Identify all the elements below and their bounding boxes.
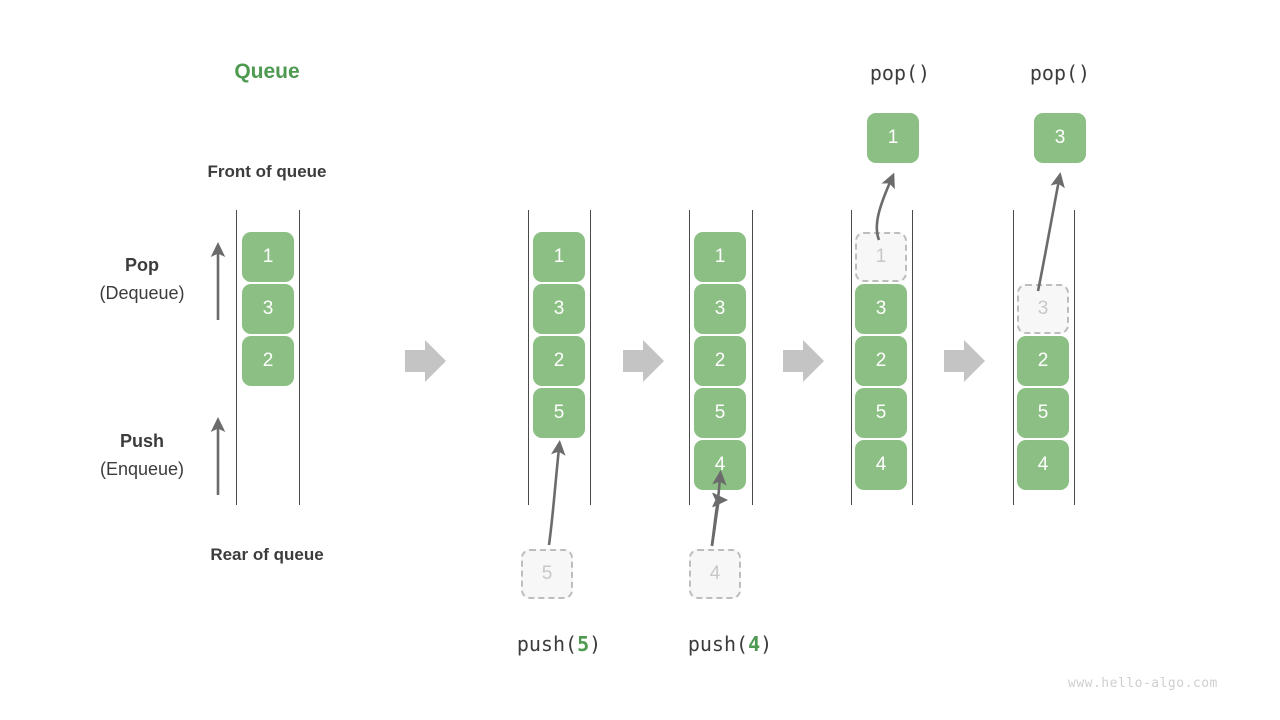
- queue-rail-right-5: [1074, 210, 1075, 505]
- front-of-queue-label: Front of queue: [207, 162, 327, 181]
- caption-push-4-value: 4: [748, 632, 761, 656]
- step-arrow-icon: [783, 340, 824, 382]
- queue-item: 3: [533, 284, 585, 334]
- queue-item-removed: 1: [855, 232, 907, 282]
- queue-item-new: 4: [694, 440, 746, 490]
- caption-pop-1: pop(): [869, 61, 931, 85]
- queue-rail-right-1: [299, 210, 300, 505]
- caption-push-5-value: 5: [577, 632, 590, 656]
- queue-item: 3: [855, 284, 907, 334]
- pop-3-arrow: [1036, 172, 1065, 292]
- queue-item-new: 5: [533, 388, 585, 438]
- step-arrow-icon: [405, 340, 446, 382]
- queue-rail-left-2: [528, 210, 529, 505]
- incoming-element-4: 4: [689, 549, 741, 599]
- step-arrow-icon: [944, 340, 985, 382]
- queue-rail-left-4: [851, 210, 852, 505]
- popped-element-1: 1: [867, 113, 919, 163]
- popped-element-3: 3: [1034, 113, 1086, 163]
- queue-rail-right-3: [752, 210, 753, 505]
- queue-rail-left-5: [1013, 210, 1014, 505]
- push-4-arrow: [710, 492, 729, 546]
- caption-push-4-head: push(: [687, 632, 749, 656]
- queue-item: 2: [694, 336, 746, 386]
- push-5-arrow: [547, 439, 566, 546]
- queue-item: 3: [694, 284, 746, 334]
- queue-item: 5: [1017, 388, 1069, 438]
- queue-rail-right-2: [590, 210, 591, 505]
- queue-item: 4: [855, 440, 907, 490]
- queue-item: 2: [533, 336, 585, 386]
- caption-push-4: push(4): [650, 632, 810, 656]
- queue-item: 2: [855, 336, 907, 386]
- page-title: Queue: [234, 60, 300, 83]
- step-arrow-icon: [623, 340, 664, 382]
- caption-push-5: push(5): [479, 632, 639, 656]
- rear-of-queue-label: Rear of queue: [210, 545, 324, 564]
- queue-item: 1: [533, 232, 585, 282]
- watermark: www.hello-algo.com: [1068, 676, 1218, 691]
- push-enqueue-label: Push (Enqueue): [57, 428, 227, 484]
- queue-item: 2: [1017, 336, 1069, 386]
- queue-item-removed: 3: [1017, 284, 1069, 334]
- pop-dequeue-label: Pop (Dequeue): [57, 252, 227, 308]
- queue-rail-left-1: [236, 210, 237, 505]
- push-label: Push: [119, 431, 164, 451]
- queue-item: 2: [242, 336, 294, 386]
- incoming-element-5: 5: [521, 549, 573, 599]
- queue-item: 3: [242, 284, 294, 334]
- queue-rail-right-4: [912, 210, 913, 505]
- dequeue-label: (Dequeue): [99, 283, 185, 303]
- queue-item: 1: [694, 232, 746, 282]
- queue-item: 5: [694, 388, 746, 438]
- caption-pop-3: pop(): [1029, 61, 1091, 85]
- enqueue-label: (Enqueue): [99, 459, 185, 479]
- caption-push-5-tail: ): [589, 632, 602, 656]
- pop-label: Pop: [125, 255, 159, 275]
- caption-push-4-tail: ): [760, 632, 773, 656]
- queue-rail-left-3: [689, 210, 690, 505]
- queue-item: 5: [855, 388, 907, 438]
- queue-item: 4: [1017, 440, 1069, 490]
- queue-item: 1: [242, 232, 294, 282]
- caption-push-5-head: push(: [516, 632, 578, 656]
- pop-1-arrow: [875, 172, 895, 241]
